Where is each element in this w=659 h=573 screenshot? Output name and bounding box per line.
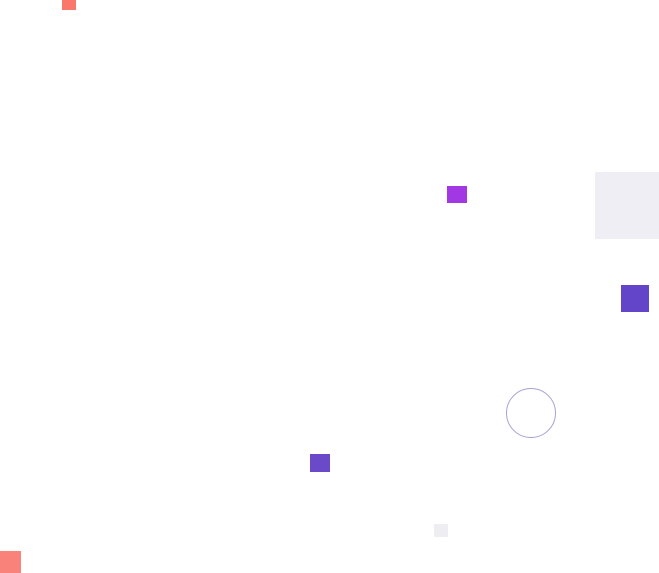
- light-square-lower-shape: [434, 524, 448, 537]
- purple-square-upper-shape: [447, 186, 467, 203]
- lavender-block-right-shape: [595, 172, 659, 239]
- circle-outline-shape: [506, 388, 556, 438]
- coral-square-bottom-left-shape: [0, 551, 21, 573]
- violet-square-right-shape: [621, 285, 649, 312]
- coral-square-top-left-shape: [62, 0, 76, 10]
- violet-square-center-shape: [310, 454, 330, 472]
